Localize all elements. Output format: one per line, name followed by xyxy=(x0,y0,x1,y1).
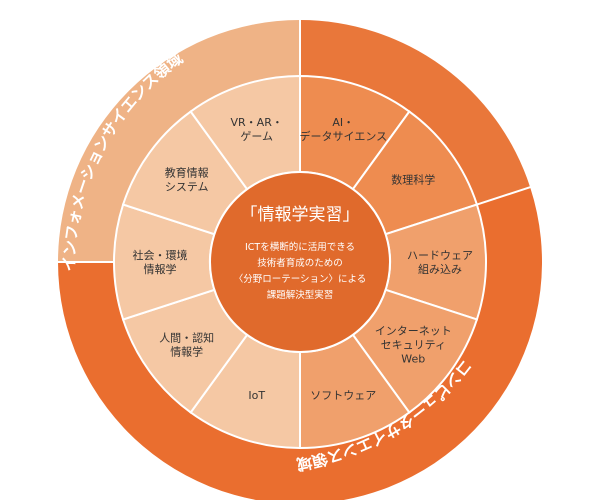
segment-9-label-line-1: 教育情報 xyxy=(165,166,209,180)
center-description-line-4: 課題解決型実習 xyxy=(267,289,334,301)
outer-ring-mathematical-data-science xyxy=(300,20,531,205)
outer-ring-divider xyxy=(476,185,533,206)
segment-3-label-line-1: ハードウェア xyxy=(407,249,473,262)
segment-8-label-line-2: 情報学 xyxy=(144,262,177,276)
segment-6-label-line-1: IoT xyxy=(248,389,265,402)
segment-10-label-line-2: ゲーム xyxy=(240,130,273,143)
segment-5-label-line-1: ソフトウェア xyxy=(310,389,376,402)
segment-7-label-line-1: 人間・認知 xyxy=(159,330,214,344)
segment-7-label-line-2: 情報学 xyxy=(170,344,203,358)
outer-ring-information-science xyxy=(58,20,300,262)
center-description-line-1: ICTを横断的に活用できる xyxy=(245,241,355,253)
center-title: 「情報学実習」 xyxy=(241,205,360,225)
segment-ring xyxy=(113,74,487,450)
segment-labels: AI・データサイエンス数理科学ハードウェア組み込みインターネットセキュリティWe… xyxy=(133,116,474,402)
segment-9-label-line-2: システム xyxy=(165,181,209,194)
segment-4-label-line-1: インターネット xyxy=(375,324,452,337)
segment-3-label-line-2: 組み込み xyxy=(418,263,462,276)
segment-1-label-line-1: AI・ xyxy=(332,116,354,129)
segment-1-label-line-2: データサイエンス xyxy=(299,129,387,143)
segment-4-label-line-3: Web xyxy=(401,352,425,365)
segment-4-label-line-2: セキュリティ xyxy=(381,338,446,351)
center-description-line-3: 〈分野ローテーション〉による xyxy=(234,274,367,285)
outer-ring-computer-science xyxy=(58,187,542,500)
center-disk xyxy=(209,171,391,353)
segment-2-label-line-1: 数理科学 xyxy=(391,173,435,187)
center-description-line-2: 技術者育成のための xyxy=(257,257,343,269)
segment-8-label-line-1: 社会・環境 xyxy=(133,248,188,262)
segment-10-label-line-1: VR・AR・ xyxy=(231,116,283,129)
